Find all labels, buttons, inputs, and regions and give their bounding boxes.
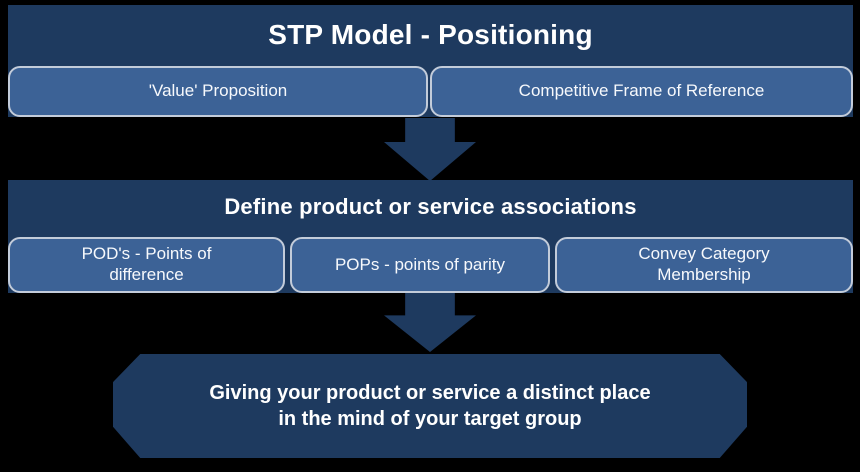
points-of-parity-box: POPs - points of parity bbox=[290, 237, 550, 293]
positioning-title: STP Model - Positioning bbox=[268, 19, 593, 50]
down-arrow-2-icon bbox=[384, 293, 476, 352]
down-arrow-1-icon bbox=[384, 118, 476, 181]
points-of-difference-label: POD's - Points of difference bbox=[81, 244, 212, 284]
competitive-frame-label: Competitive Frame of Reference bbox=[518, 81, 765, 101]
conclusion-hexagon: Giving your product or service a distinc… bbox=[113, 354, 747, 458]
points-of-difference-box: POD's - Points of difference bbox=[8, 237, 285, 293]
value-proposition-box: 'Value' Proposition bbox=[8, 66, 428, 117]
competitive-frame-box: Competitive Frame of Reference bbox=[430, 66, 853, 117]
category-membership-box: Convey Category Membership bbox=[555, 237, 853, 293]
conclusion-text: Giving your product or service a distinc… bbox=[209, 382, 651, 430]
points-of-parity-label: POPs - points of parity bbox=[334, 254, 506, 274]
value-proposition-label: 'Value' Proposition bbox=[148, 81, 288, 101]
associations-title: Define product or service associations bbox=[224, 194, 637, 219]
category-membership-label: Convey Category Membership bbox=[638, 244, 770, 284]
